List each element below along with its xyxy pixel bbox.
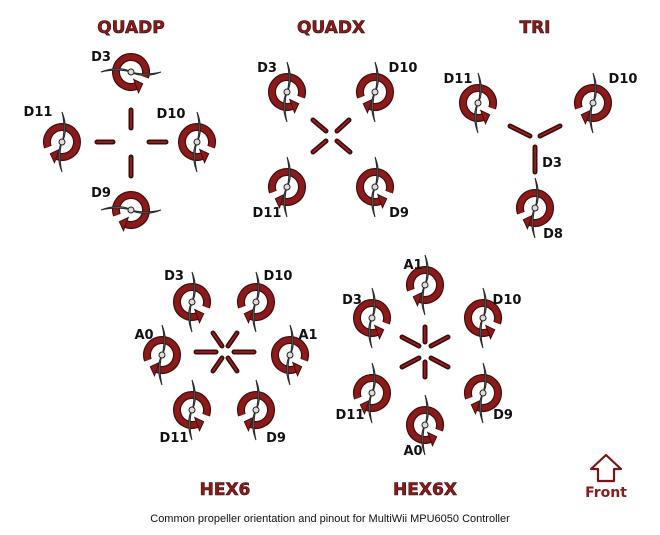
motor-hex6-d11	[173, 379, 211, 441]
motor-hex6-d3	[173, 271, 211, 333]
front-arrow-icon	[589, 453, 623, 483]
motor-tri-d8	[516, 177, 554, 239]
frame-title-tri: TRI	[519, 18, 550, 38]
front-label: Front	[585, 485, 627, 501]
motor-quadx-d10	[356, 61, 394, 123]
pin-label-quadx-d11: D11	[253, 206, 282, 221]
pin-label-hex6-d10: D10	[264, 269, 293, 284]
motor-hex6-d10	[237, 271, 275, 333]
motor-hex6-a1	[271, 324, 309, 386]
pin-label-tri-d11: D11	[444, 72, 473, 87]
motor-quadp-d10	[178, 111, 216, 173]
motor-quadp-d9	[100, 191, 162, 232]
pin-label-hex6x-a0: A0	[403, 444, 422, 459]
pin-label-hex6x-d11: D11	[336, 408, 365, 423]
pin-label-quadp-d11: D11	[24, 105, 53, 120]
motor-hex6-a0	[143, 324, 181, 386]
motor-tri-d10	[574, 72, 612, 134]
motor-hex6-d9	[237, 379, 275, 441]
motor-quadx-d3	[268, 61, 306, 123]
motor-quadx-d9	[356, 156, 394, 218]
motor-hex6x-d11	[353, 362, 391, 424]
front-indicator: Front	[585, 453, 627, 501]
pin-label-quadp-d9: D9	[91, 186, 111, 201]
frame-title-hex6: HEX6	[200, 480, 251, 500]
servo-pin-label-tri: D3	[542, 156, 562, 171]
motor-tri-d11	[459, 72, 497, 134]
motor-hex6x-a0	[406, 394, 444, 456]
pin-label-hex6x-a1: A1	[403, 258, 422, 273]
pin-label-hex6x-d9: D9	[493, 408, 513, 423]
frame-title-quadx: QUADX	[297, 18, 365, 38]
pin-label-quadx-d10: D10	[389, 61, 418, 76]
pin-label-quadp-d10: D10	[157, 107, 186, 122]
pin-label-hex6-d3: D3	[164, 269, 184, 284]
pin-label-tri-d8: D8	[543, 227, 563, 242]
motor-quadp-d3	[100, 53, 162, 94]
pin-label-hex6x-d3: D3	[342, 293, 362, 308]
figure-caption: Common propeller orientation and pinout …	[150, 513, 510, 525]
pin-label-hex6-d9: D9	[266, 431, 286, 446]
pin-label-hex6-d11: D11	[160, 431, 189, 446]
motor-hex6x-d10	[464, 287, 502, 349]
pin-label-tri-d10: D10	[609, 72, 638, 87]
pin-label-quadx-d9: D9	[389, 206, 409, 221]
frame-title-quadp: QUADP	[97, 18, 164, 38]
pin-label-hex6-a1: A1	[298, 328, 317, 343]
motor-hex6x-d9	[464, 362, 502, 424]
motor-quadp-d11	[43, 111, 81, 173]
pin-label-quadx-d3: D3	[257, 61, 277, 76]
motor-hex6x-d3	[353, 287, 391, 349]
pin-label-hex6-a0: A0	[134, 328, 153, 343]
pin-label-hex6x-d10: D10	[493, 293, 522, 308]
motor-quadx-d11	[268, 156, 306, 218]
frame-title-hex6x: HEX6X	[393, 480, 457, 500]
pin-label-quadp-d3: D3	[91, 50, 111, 65]
motor-hex6x-a1	[406, 254, 444, 316]
